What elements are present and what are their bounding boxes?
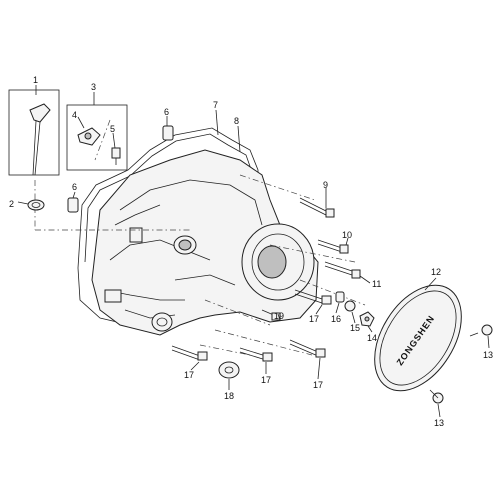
nut-14: [359, 311, 375, 327]
side-cover-plate: ZONGSHEN: [374, 284, 462, 392]
callout-13-upper: 13: [483, 350, 493, 360]
callout-13-lower: 13: [434, 418, 444, 428]
callout-5: 5: [110, 124, 115, 134]
dowel-pin-upper: [162, 125, 174, 141]
callout-17-b: 17: [184, 370, 194, 380]
screw-13-lower: [429, 389, 444, 404]
callout-6-upper: 6: [164, 107, 169, 117]
callout-17-d: 17: [313, 380, 323, 390]
spacer-18: [218, 361, 240, 379]
washer-15: [335, 291, 345, 303]
callout-17-c: 17: [261, 375, 271, 385]
breather-valve: [77, 127, 101, 146]
callout-19: 19: [274, 311, 284, 321]
callout-18: 18: [224, 391, 234, 401]
callout-3: 3: [91, 82, 96, 92]
washer-16: [344, 300, 356, 312]
bolt-lower-mid: [239, 347, 273, 362]
callout-1: 1: [33, 75, 38, 85]
callout-11: 11: [372, 279, 381, 289]
callout-10: 10: [342, 230, 352, 240]
o-ring: [27, 199, 45, 211]
callout-14: 14: [367, 333, 377, 343]
bolt-10: [317, 239, 349, 254]
bolt-19: [261, 309, 281, 321]
callout-12: 12: [431, 267, 441, 277]
bolt-upper-right: [294, 289, 332, 305]
bolt-lower-left: [171, 345, 208, 361]
callout-7: 7: [213, 100, 218, 110]
callout-17-a: 17: [309, 314, 319, 324]
valve-bolt: [111, 147, 121, 165]
callout-8: 8: [234, 116, 239, 126]
callout-9: 9: [323, 180, 328, 190]
gasket-inner: [84, 133, 253, 263]
callout-4: 4: [72, 110, 77, 120]
callout-2: 2: [9, 199, 14, 209]
oil-dipstick: [8, 89, 60, 176]
bolt-9: [299, 197, 335, 218]
bolt-lower-right: [289, 339, 326, 358]
bolt-11: [324, 261, 361, 279]
valve-group-box: [66, 104, 128, 171]
callout-15: 15: [350, 323, 360, 333]
crankcase-cover: [91, 149, 319, 336]
callout-16: 16: [331, 314, 341, 324]
dowel-pin-lower: [67, 197, 79, 213]
callout-6-lower: 6: [72, 182, 77, 192]
screw-13-upper: [469, 324, 493, 337]
